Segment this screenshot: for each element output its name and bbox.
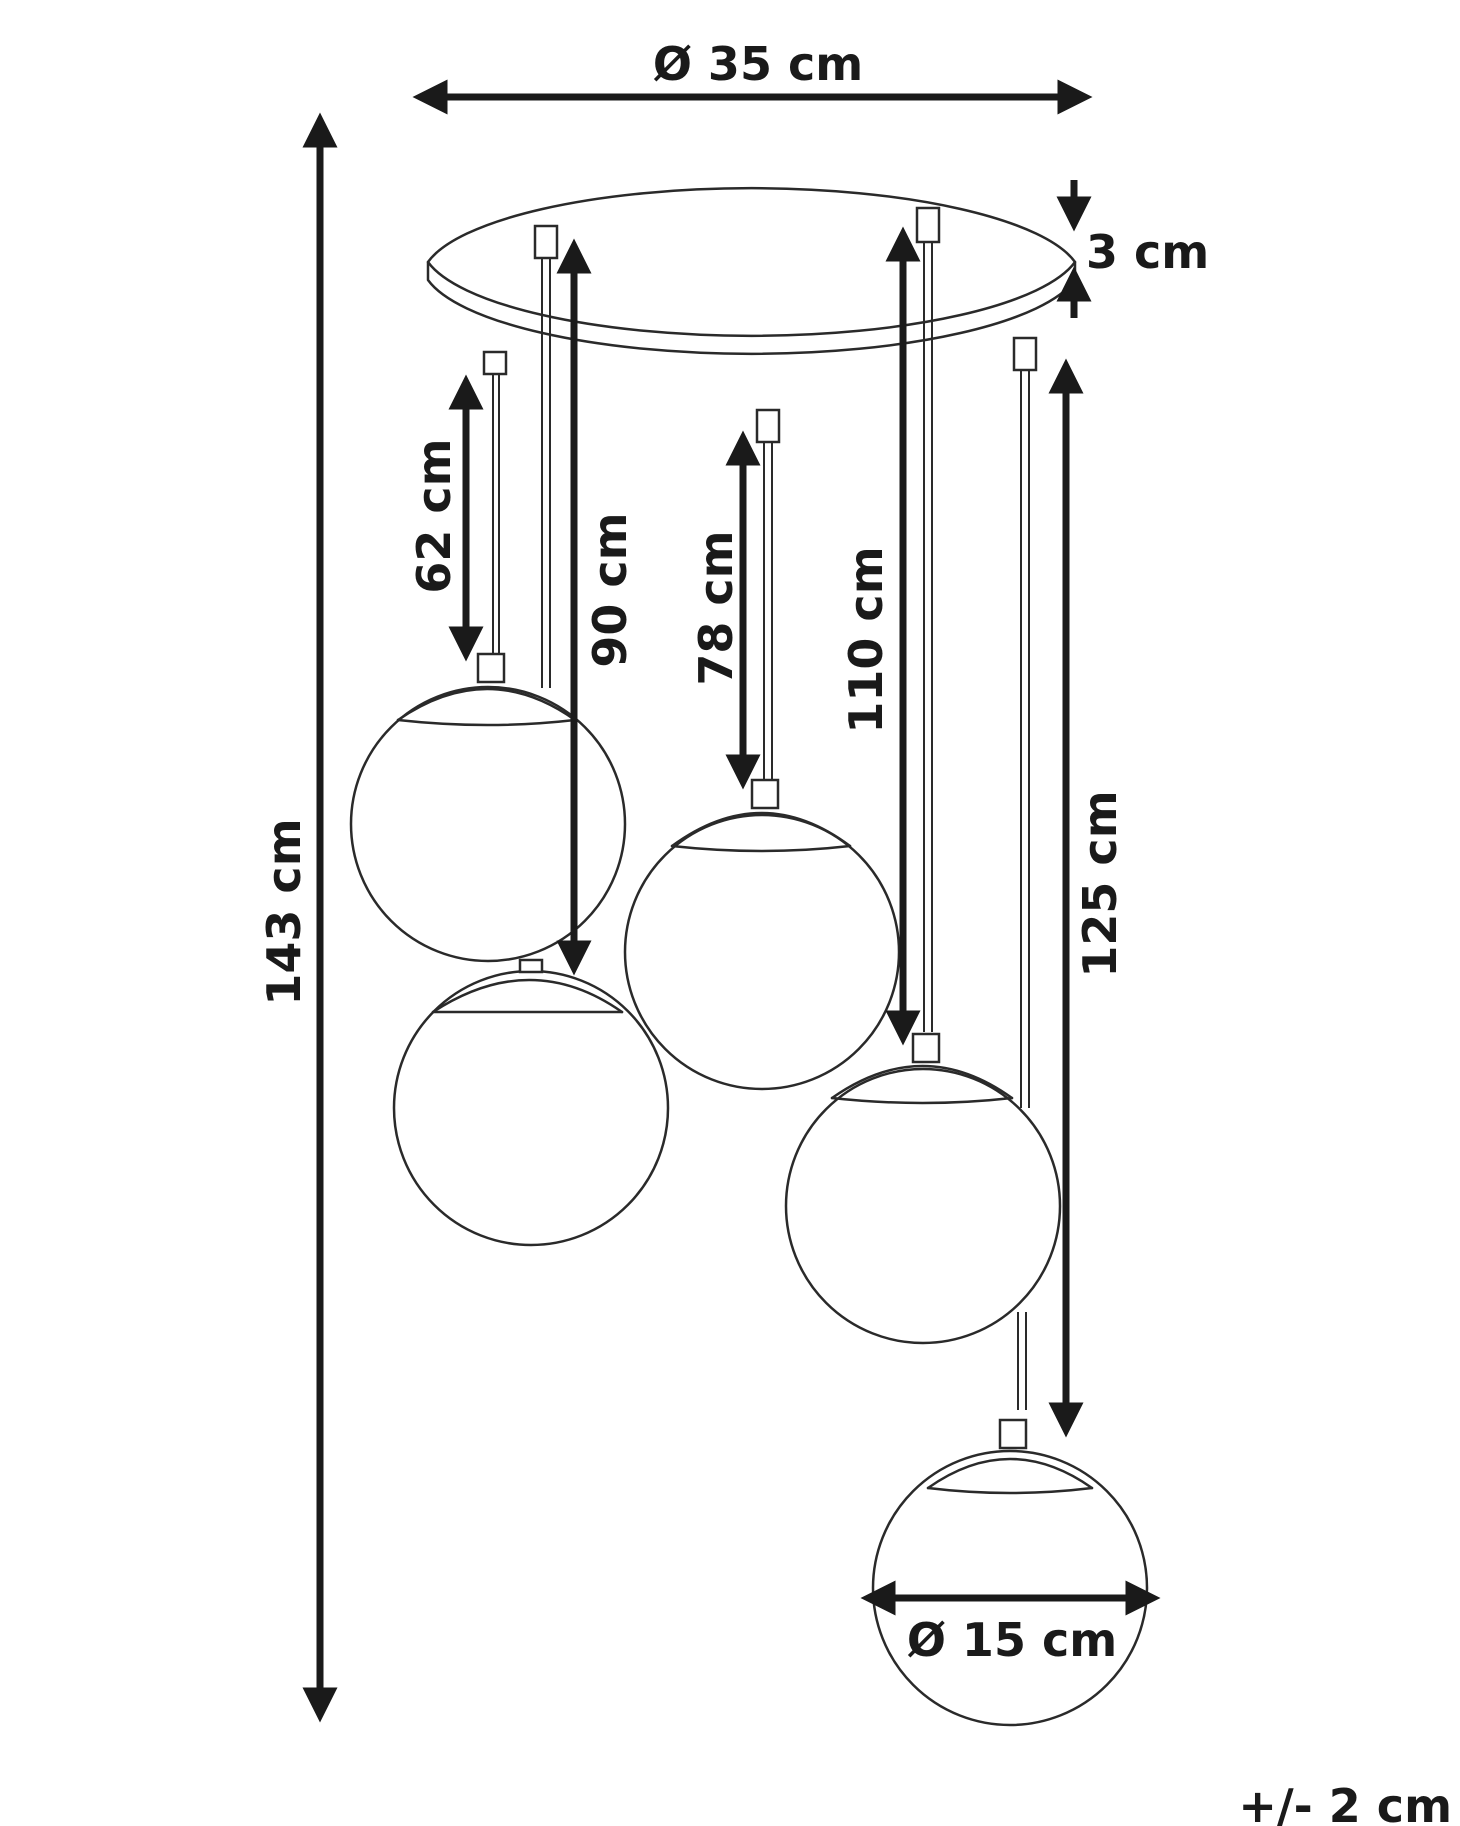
globe-diameter-label: Ø 15 cm (907, 1613, 1117, 1667)
drop-90-label: 90 cm (583, 512, 637, 667)
globe-5 (871, 1418, 1149, 1727)
canopy-height-label: 3 cm (1086, 225, 1209, 279)
canopy-diameter-label: Ø 35 cm (653, 37, 863, 91)
drop-110-label: 110 cm (839, 546, 893, 733)
suspension-cables (482, 206, 1038, 1410)
globe-3 (623, 778, 901, 1091)
globe-1 (349, 652, 627, 963)
tolerance-label: +/- 2 cm (1238, 1779, 1452, 1826)
ceiling-canopy (426, 186, 1077, 356)
drop-125-label: 125 cm (1073, 790, 1127, 977)
drop-78-label: 78 cm (689, 530, 743, 685)
globe-2 (392, 958, 670, 1247)
drop-62-label: 62 cm (407, 438, 461, 593)
total-height-label: 143 cm (257, 818, 311, 1005)
dimension-arrows (302, 79, 1161, 1723)
globe-4 (784, 1032, 1062, 1345)
